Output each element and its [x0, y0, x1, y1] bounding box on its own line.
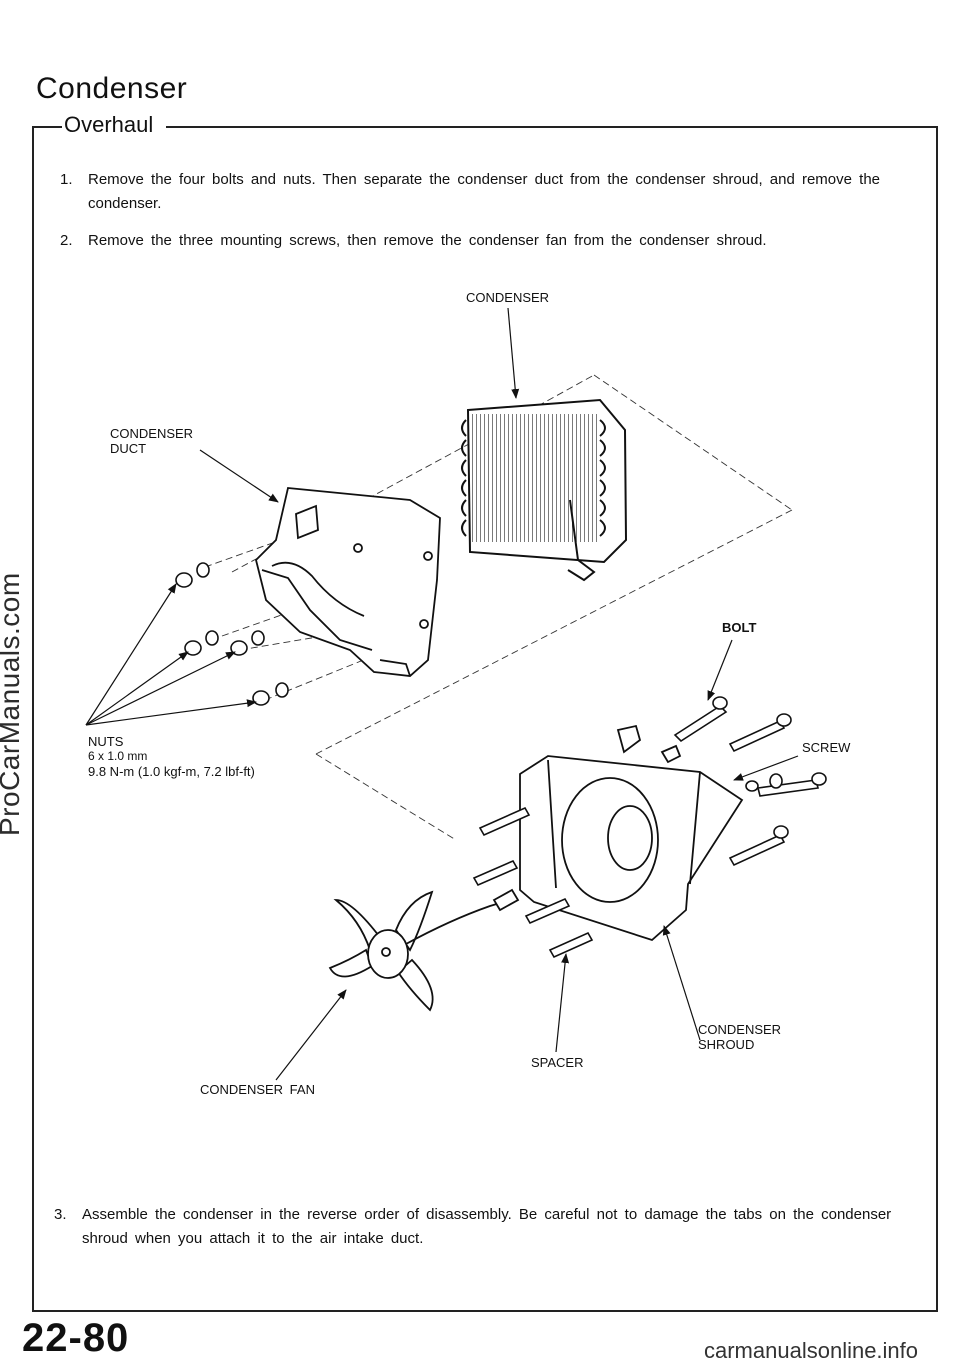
- page-title: Condenser: [36, 72, 188, 105]
- label-condenser: CONDENSER: [466, 290, 550, 305]
- step-text-continued: condenser.: [88, 195, 162, 212]
- footer-url: carmanualsonline.info: [704, 1338, 919, 1363]
- instruction-step-3: 3. Assemble the condenser in the reverse …: [54, 1203, 924, 1251]
- step-text: Remove the four bolts and nuts. Then sep…: [88, 171, 881, 188]
- label-condenser-shroud-line2: SHROUD: [698, 1037, 755, 1052]
- frame-top-border-left: [32, 126, 62, 128]
- side-watermark: ProCarManuals.com: [0, 572, 25, 836]
- step-text-continued: shroud when you attach it to the air int…: [82, 1230, 424, 1247]
- condenser-duct-drawing: [255, 487, 441, 677]
- step-number: 1.: [60, 171, 73, 188]
- instruction-step-1: 1. Remove the four bolts and nuts. Then s…: [60, 168, 924, 216]
- page-number: 22-80: [22, 1316, 130, 1360]
- label-condenser-duct: CONDENSER DUCT: [110, 426, 193, 456]
- label-nuts-title: NUTS: [88, 734, 124, 749]
- spacers: [472, 806, 594, 959]
- frame-top-border-right: [166, 126, 936, 128]
- instruction-step-2: 2. Remove the three mounting screws, then…: [60, 229, 924, 253]
- label-condenser-duct-line1: CONDENSER: [110, 426, 194, 441]
- condenser-shroud-drawing: [519, 724, 744, 942]
- label-condenser-shroud-line1: CONDENSER: [698, 1022, 782, 1037]
- label-nuts: NUTS 6 x 1.0 mm 9.8 N-m (1.0 kgf-m, 7.2 …: [88, 734, 255, 779]
- bolts-and-screws: [673, 696, 827, 867]
- step-text: Remove the three mounting screws, then r…: [88, 232, 767, 249]
- step-number: 3.: [54, 1206, 67, 1223]
- label-condenser-fan: CONDENSER FAN: [200, 1082, 315, 1097]
- label-spacer: SPACER: [531, 1055, 584, 1070]
- condenser-fan-drawing: [328, 888, 520, 1012]
- label-condenser-duct-line2: DUCT: [110, 441, 147, 456]
- step-text: Assemble the condenser in the reverse or…: [82, 1206, 892, 1223]
- section-heading: Overhaul: [64, 112, 154, 137]
- label-nuts-size: 6 x 1.0 mm: [88, 749, 148, 763]
- step-number: 2.: [60, 232, 73, 249]
- label-screw: SCREW: [802, 740, 851, 755]
- condenser-unit-drawing: [461, 398, 628, 582]
- nuts-and-washers: [175, 562, 289, 706]
- label-condenser-shroud: CONDENSER SHROUD: [698, 1022, 781, 1052]
- label-nuts-torque: 9.8 N-m (1.0 kgf-m, 7.2 lbf-ft): [88, 764, 255, 779]
- content-frame: [32, 126, 938, 1312]
- label-bolt: BOLT: [722, 620, 757, 635]
- leader-lines: [85, 307, 799, 1081]
